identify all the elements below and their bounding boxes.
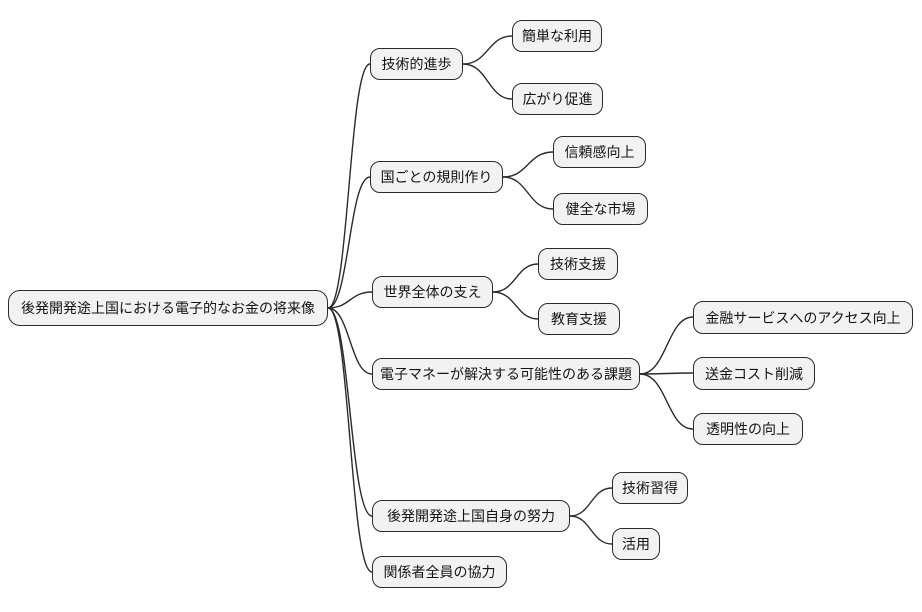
node-easy-use[interactable]: 簡単な利用: [512, 20, 602, 52]
node-root[interactable]: 後発開発途上国における電子的なお金の将来像: [8, 290, 328, 326]
edge-efforts-utilize: [569, 515, 613, 545]
edge-root-emoney-issues: [327, 307, 373, 375]
node-tech-assistance[interactable]: 技術支援: [538, 248, 618, 280]
node-tech-progress[interactable]: 技術的進歩: [370, 48, 463, 80]
node-utilization[interactable]: 活用: [612, 528, 660, 560]
edge-tech-easy-use: [462, 35, 513, 65]
node-emoney-issues[interactable]: 電子マネーが解決する可能性のある課題: [372, 358, 640, 390]
node-global-support[interactable]: 世界全体の支え: [372, 276, 493, 308]
edge-rules-trust: [502, 151, 554, 178]
edge-support-education: [492, 291, 539, 320]
edge-root-cooperation: [327, 307, 373, 573]
edge-tech-spread: [462, 63, 513, 100]
edge-issues-access: [639, 316, 694, 375]
edge-issues-remittance: [639, 372, 694, 375]
node-financial-access[interactable]: 金融サービスへのアクセス向上: [693, 301, 913, 334]
node-education-assistance[interactable]: 教育支援: [538, 303, 620, 335]
edge-support-tech: [492, 263, 539, 293]
node-healthy-market[interactable]: 健全な市場: [553, 193, 648, 225]
edge-root-global-support: [327, 291, 373, 309]
node-cooperation[interactable]: 関係者全員の協力: [372, 556, 507, 588]
edge-root-ldc-efforts: [327, 307, 373, 517]
node-ldc-efforts[interactable]: 後発開発途上国自身の努力: [372, 500, 570, 532]
edge-issues-transparency: [639, 373, 694, 430]
node-transparency[interactable]: 透明性の向上: [693, 413, 803, 445]
node-skill-acquisition[interactable]: 技術習得: [612, 472, 688, 504]
node-remittance-cost[interactable]: 送金コスト削減: [693, 357, 815, 390]
edge-efforts-skill: [569, 487, 613, 517]
edge-root-country-rules: [327, 176, 371, 309]
edge-root-tech-progress: [327, 63, 371, 309]
node-trust-improvement[interactable]: 信頼感向上: [553, 136, 646, 168]
node-spread-promotion[interactable]: 広がり促進: [512, 83, 603, 115]
node-country-rules[interactable]: 国ごとの規則作り: [370, 161, 503, 193]
edge-rules-market: [502, 176, 554, 210]
